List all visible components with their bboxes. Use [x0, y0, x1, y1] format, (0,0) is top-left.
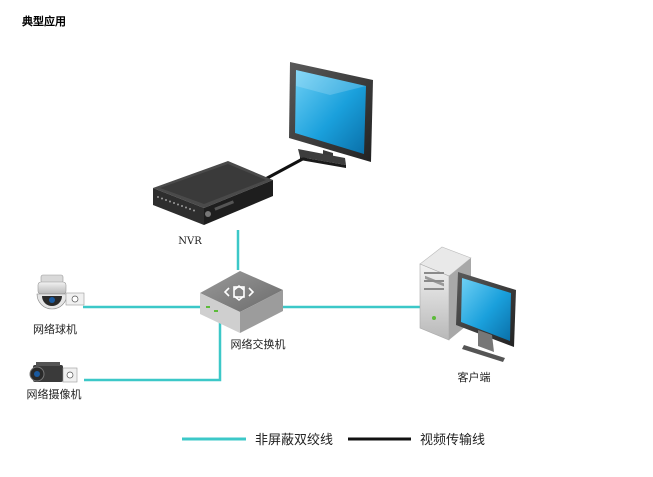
- monitor: [289, 62, 373, 168]
- utp-line-boxcam-switch: [84, 322, 222, 382]
- nvr-label: NVR: [178, 236, 202, 247]
- box-camera-icon: [29, 362, 78, 383]
- network-switch-icon: [200, 271, 283, 333]
- network-switch: 网络交换机: [200, 271, 286, 351]
- box-camera: 网络摄像机: [27, 362, 82, 401]
- client-pc: 客户端: [419, 246, 516, 384]
- dome-camera: 网络球机: [33, 274, 85, 336]
- nvr: NVR: [153, 161, 273, 247]
- legend: 非屏蔽双绞线 视频传输线: [182, 432, 485, 448]
- desktop-pc-icon: [419, 246, 516, 362]
- nvr-recorder-icon: [153, 161, 273, 225]
- dome-camera-label: 网络球机: [33, 322, 77, 336]
- switch-label: 网络交换机: [231, 337, 286, 351]
- legend-video-label: 视频传输线: [420, 432, 485, 448]
- legend-utp-label: 非屏蔽双绞线: [255, 432, 333, 448]
- dome-camera-icon: [36, 274, 85, 310]
- box-camera-label: 网络摄像机: [27, 387, 82, 401]
- monitor-icon: [289, 62, 373, 168]
- page-title: 典型应用: [22, 15, 66, 28]
- client-label: 客户端: [458, 370, 491, 384]
